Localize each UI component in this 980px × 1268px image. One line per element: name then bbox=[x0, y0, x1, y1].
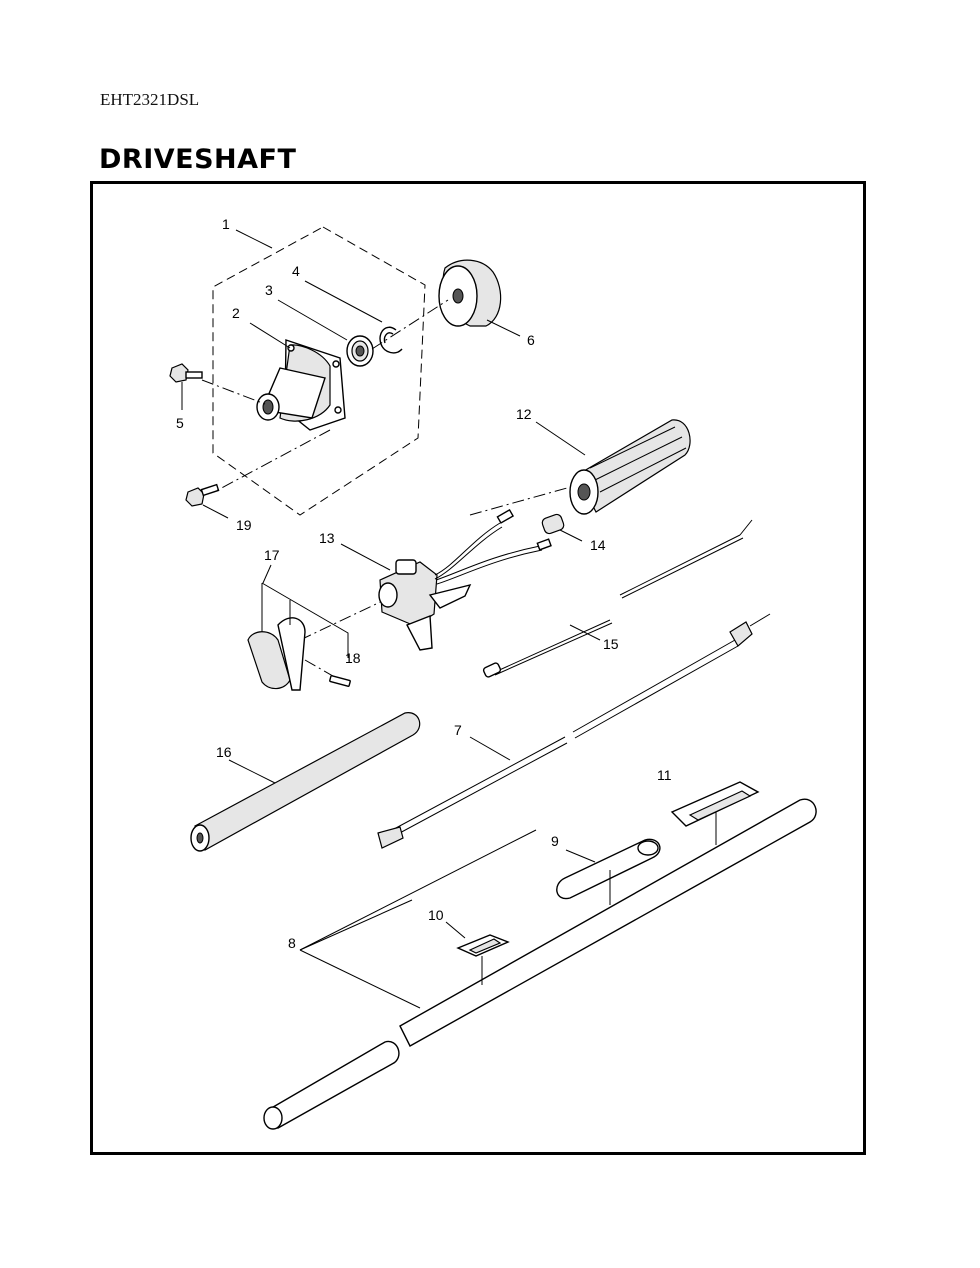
part-6-clutch-drum bbox=[438, 259, 502, 327]
callout-labels: 1 2 3 4 5 6 7 8 9 10 11 12 13 14 15 16 1… bbox=[176, 216, 672, 951]
callout-19: 19 bbox=[236, 517, 252, 533]
callout-7: 7 bbox=[454, 722, 462, 738]
callout-6: 6 bbox=[527, 332, 535, 348]
callout-12: 12 bbox=[516, 406, 532, 422]
part-13-throttle-control bbox=[378, 508, 552, 651]
part-3-bearing bbox=[346, 335, 374, 367]
callout-4: 4 bbox=[292, 263, 300, 279]
callout-15: 15 bbox=[603, 636, 619, 652]
callout-17: 17 bbox=[264, 547, 280, 563]
part-4-snap-ring bbox=[379, 326, 403, 354]
part-18-screw bbox=[329, 675, 351, 687]
callout-10: 10 bbox=[428, 907, 444, 923]
part-2-housing bbox=[256, 339, 346, 431]
callout-5: 5 bbox=[176, 415, 184, 431]
callout-16: 16 bbox=[216, 744, 232, 760]
part-19-screw bbox=[185, 483, 220, 507]
callout-11: 11 bbox=[657, 767, 672, 783]
model-number: EHT2321DSL bbox=[100, 90, 200, 109]
callout-3: 3 bbox=[265, 282, 273, 298]
callout-8: 8 bbox=[288, 935, 296, 951]
part-11-label bbox=[670, 781, 760, 827]
part-7-driveshaft bbox=[377, 613, 771, 849]
part-1-assembly-outline bbox=[212, 226, 426, 516]
part-12-handle-grip bbox=[569, 419, 691, 515]
part-5-screw bbox=[169, 363, 203, 408]
part-8-shaft-tube bbox=[263, 798, 817, 1130]
leader-lines bbox=[181, 229, 717, 1009]
part-15-throttle-cable bbox=[482, 519, 753, 678]
callout-18: 18 bbox=[345, 650, 361, 666]
part-17-handle-bracket bbox=[247, 617, 306, 691]
callout-2: 2 bbox=[232, 305, 240, 321]
section-title: DRIVESHAFT bbox=[99, 144, 297, 175]
part-9-decal bbox=[556, 838, 661, 900]
callout-1: 1 bbox=[222, 216, 230, 232]
callout-13: 13 bbox=[319, 530, 335, 546]
part-14-bushing bbox=[541, 513, 565, 535]
part-16-spring-sleeve bbox=[190, 712, 421, 852]
callout-9: 9 bbox=[551, 833, 559, 849]
callout-14: 14 bbox=[590, 537, 606, 553]
part-10-label bbox=[456, 934, 510, 957]
